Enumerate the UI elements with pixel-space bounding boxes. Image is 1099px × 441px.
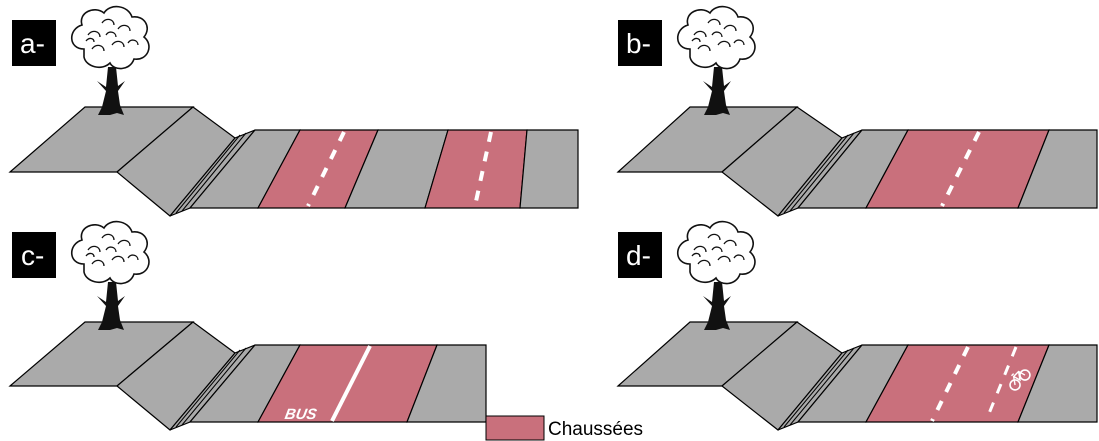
pavement-strip [519, 129, 579, 209]
panel-c-label-box [12, 232, 56, 278]
panel-b-label: b- [626, 28, 651, 59]
tree-icon [70, 5, 150, 116]
bus-lane-line [330, 345, 372, 422]
tree-icon [70, 220, 150, 331]
tree-icon [676, 5, 756, 116]
panel-a-label: a- [20, 28, 45, 59]
panel-c-label: c- [21, 240, 44, 271]
lane-marking [930, 346, 970, 422]
panel-d: d- [616, 220, 1098, 431]
panel-c: c- BUS [8, 220, 487, 431]
lane-marking [306, 131, 346, 207]
legend-swatch [485, 415, 545, 441]
bus-marking: BUS [283, 406, 318, 423]
pavement-strip [1017, 344, 1098, 423]
tree-icon [676, 220, 756, 331]
lane-marking [473, 131, 493, 207]
panel-b: b- [616, 5, 1098, 217]
bicycle-icon [1009, 369, 1031, 391]
pavement-strip [1017, 129, 1098, 209]
legend: Chaussées [485, 415, 643, 441]
pavement-strip [406, 344, 487, 423]
bike-lane-marking [984, 346, 1018, 422]
panel-d-label-box [618, 232, 662, 278]
lane-marking [940, 131, 981, 207]
panel-b-label-box [618, 20, 662, 66]
legend-label: Chaussées [548, 419, 643, 440]
panel-d-label: d- [626, 240, 651, 271]
panel-a: a- [8, 5, 579, 217]
panel-a-label-box [12, 20, 56, 66]
